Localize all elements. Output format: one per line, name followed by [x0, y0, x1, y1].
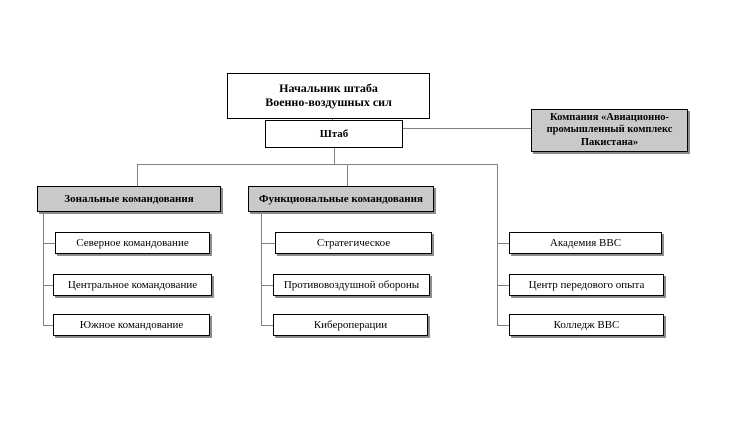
hq-box: Штаб — [265, 120, 403, 148]
company-line1: Компания «Авиационно- — [550, 112, 669, 124]
zonal-commands-title: Зональные командования — [64, 192, 194, 205]
connector-education-2 — [497, 285, 509, 286]
zonal-item-central: Центральное командование — [53, 274, 212, 296]
connector-zonal-spine — [43, 212, 44, 325]
connector-hq-bus — [334, 148, 335, 164]
zonal-item-south: Южное командование — [53, 314, 210, 336]
connector-zonal-1 — [43, 243, 55, 244]
functional-item-air-defense-label: Противовоздушной обороны — [283, 278, 420, 291]
connector-to-functional — [347, 164, 348, 186]
education-item-college-label: Колледж ВВС — [553, 318, 620, 331]
functional-item-strategic: Стратегическое — [275, 232, 432, 254]
connector-chief-hq — [332, 117, 333, 121]
connector-functional-2 — [261, 285, 273, 286]
functional-commands-header: Функциональные командования — [248, 186, 434, 212]
functional-commands-title: Функциональные командования — [259, 192, 423, 205]
education-item-college: Колледж ВВС — [509, 314, 664, 336]
connector-education-1 — [497, 243, 509, 244]
functional-item-cyber-label: Кибероперации — [313, 318, 388, 331]
connector-functional-1 — [261, 243, 275, 244]
connector-functional-spine — [261, 212, 262, 325]
functional-item-strategic-label: Стратегическое — [316, 236, 391, 249]
education-item-excellence-center: Центр передового опыта — [509, 274, 664, 296]
chief-title-line2: Военно-воздушных сил — [265, 95, 392, 109]
connector-main-bus — [137, 164, 498, 165]
connector-zonal-3 — [43, 325, 53, 326]
chief-of-staff-box: Начальник штаба Военно-воздушных сил — [227, 73, 430, 119]
connector-education-3 — [497, 325, 509, 326]
chief-title-line1: Начальник штаба — [279, 81, 378, 96]
education-item-academy-label: Академия ВВС — [549, 236, 622, 249]
functional-item-air-defense: Противовоздушной обороны — [273, 274, 430, 296]
zonal-commands-header: Зональные командования — [37, 186, 221, 212]
company-line2: промышленный комплекс — [546, 124, 673, 136]
company-line3: Пакистана» — [580, 136, 639, 148]
connector-to-zonal — [137, 164, 138, 186]
zonal-item-central-label: Центральное командование — [67, 278, 198, 291]
connector-education-spine — [497, 164, 498, 326]
education-item-excellence-center-label: Центр передового опыта — [528, 278, 645, 291]
hq-label: Штаб — [319, 127, 349, 140]
company-box: Компания «Авиационно- промышленный компл… — [531, 109, 688, 152]
connector-functional-3 — [261, 325, 273, 326]
connector-zonal-2 — [43, 285, 53, 286]
connector-hq-company — [403, 128, 531, 129]
zonal-item-south-label: Южное командование — [79, 318, 184, 331]
zonal-item-north: Северное командование — [55, 232, 210, 254]
education-item-academy: Академия ВВС — [509, 232, 662, 254]
functional-item-cyber: Кибероперации — [273, 314, 428, 336]
zonal-item-north-label: Северное командование — [76, 236, 189, 249]
